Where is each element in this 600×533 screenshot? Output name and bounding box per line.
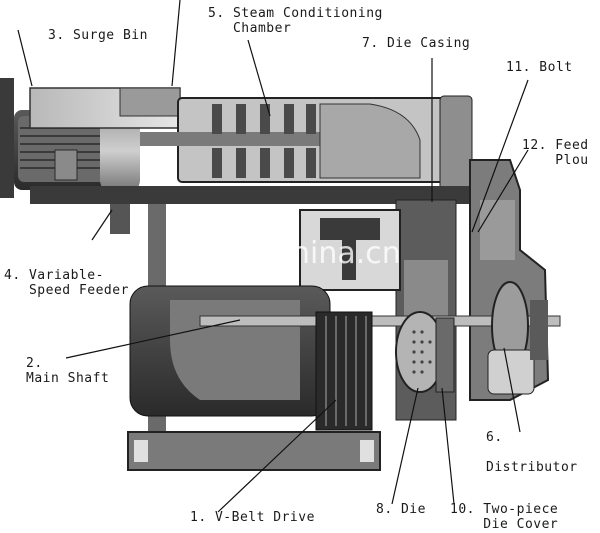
label-steam-conditioning-chamber: 5. Steam Conditioning Chamber xyxy=(208,6,383,36)
label-die-casing: 7. Die Casing xyxy=(362,36,471,51)
label-main-shaft: 2. Main Shaft xyxy=(26,356,110,386)
die-assembly xyxy=(395,311,455,393)
machine-base xyxy=(127,431,381,471)
label-variable-speed-feeder: 4. Variable- Speed Feeder xyxy=(4,268,129,298)
leader-lines xyxy=(17,0,529,513)
v-belt-drive xyxy=(315,311,373,431)
label-die: 8. Die xyxy=(376,502,426,517)
upper-frame xyxy=(30,186,500,204)
label-distributor: 6. Distributor xyxy=(486,430,578,475)
label-surge-bin: 3. Surge Bin xyxy=(48,28,148,43)
surge-bin xyxy=(29,87,181,129)
label-two-piece-die-cover: 10. Two-piece Die Cover xyxy=(450,502,559,532)
label-v-belt-drive: 1. V-Belt Drive xyxy=(190,510,315,525)
label-feed-plough: 12. Feed Plou xyxy=(522,138,589,168)
distributor xyxy=(487,281,548,395)
label-bolt: 11. Bolt xyxy=(506,60,573,75)
steam-conditioning-chamber xyxy=(140,95,473,193)
main-shaft xyxy=(199,315,561,327)
watermark: trade.china.cn xyxy=(185,236,401,271)
